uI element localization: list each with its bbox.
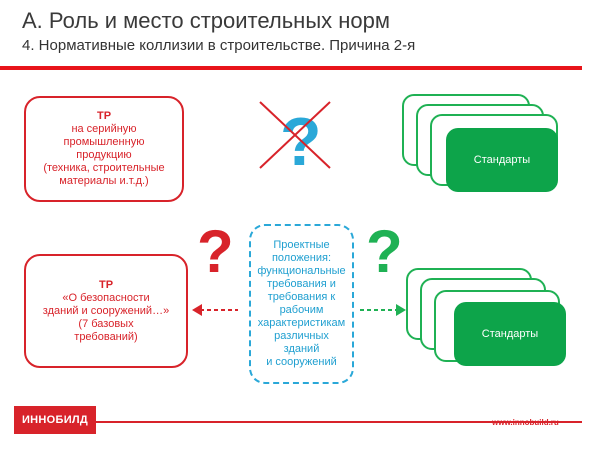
footer-line [96,421,582,423]
slide-title: А. Роль и место строительных норм [22,8,390,33]
logo-text: ИННОБИЛД [21,414,89,426]
footer-url[interactable]: www.innobuild.ru [492,418,559,427]
right-arrow-icon [360,304,406,316]
project-line: положения: [271,252,332,264]
tr-top-line: (техника, строительные [43,162,165,174]
tr-top-line: материалы и.т.д.) [59,175,149,187]
tr-bottom-line: зданий и сооружений…» [42,304,170,317]
tr-top-heading: ТР [96,110,112,122]
tr-top-line: на серийную [71,123,137,135]
left-arrow-icon [192,304,238,316]
red-question-mark: ? [197,218,234,285]
tr-top-line: продукцию [76,149,132,161]
tr-bottom-heading: ТР [98,278,114,291]
cross-out-icon [259,101,331,169]
tr-bottom-line: требований) [74,330,138,343]
tr-bottom-line: «О безопасности [62,291,150,304]
tr-bottom-line: (7 базовых [78,317,134,330]
project-line: зданий [283,343,320,355]
green-question-mark: ? [366,218,403,285]
standards-top-label: Стандарты [473,154,531,166]
project-line: рабочим [279,304,324,316]
tr-serial-products-box: ТР на серийную промышленную продукцию (т… [24,96,184,202]
project-line: характеристикам [257,317,346,329]
title-underline [0,66,582,70]
standards-top-box: Стандарты [446,128,558,192]
project-line: функциональные [257,265,346,277]
project-line: требования и [267,278,336,290]
standards-bottom-box: Стандарты [454,302,566,366]
project-line: требования к [267,291,336,303]
project-provisions-box: Проектные положения: функциональные треб… [249,224,354,384]
project-line: Проектные [273,239,330,251]
innobuild-logo: ИННОБИЛД [14,406,96,434]
project-line: различных [274,330,329,342]
standards-bottom-label: Стандарты [481,328,539,340]
tr-building-safety-box: ТР «О безопасности зданий и сооружений…»… [24,254,188,368]
tr-top-line: промышленную [63,136,145,148]
project-line: и сооружений [266,356,337,368]
slide-subtitle: 4. Нормативные коллизии в строительстве.… [22,37,416,54]
